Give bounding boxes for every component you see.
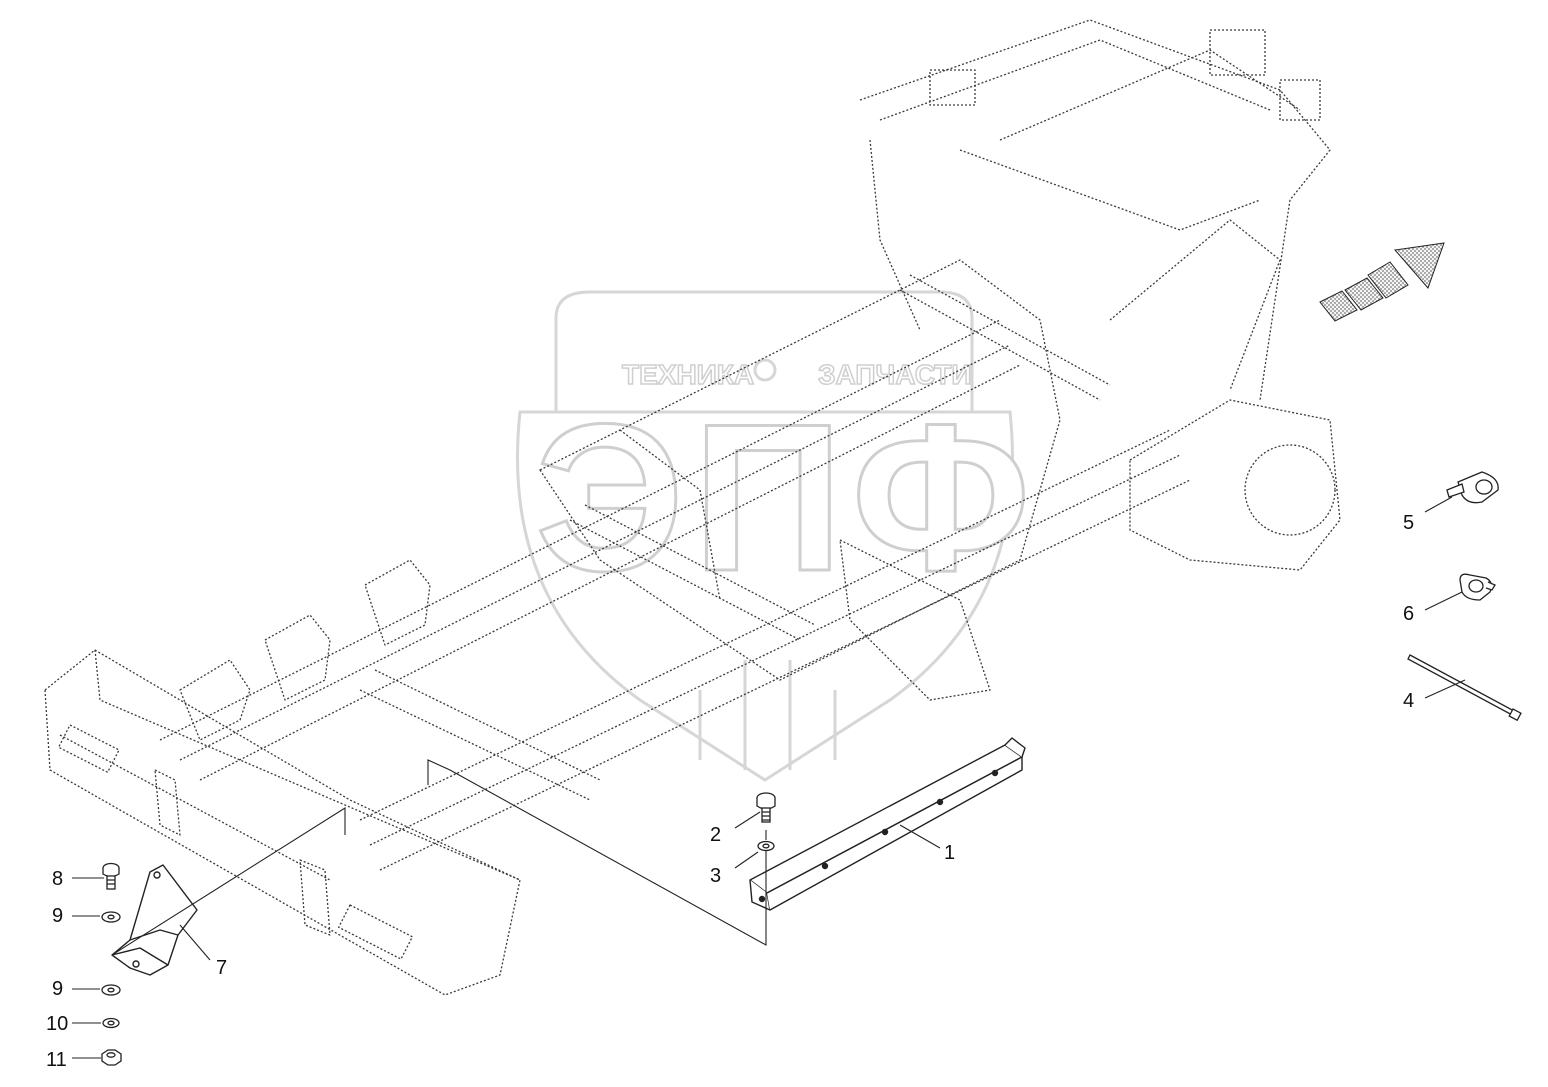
part-8-bolt <box>102 862 120 890</box>
assembly-lines <box>111 759 767 956</box>
leader-lines <box>72 496 1466 1059</box>
part-10-lock-washer <box>102 1017 120 1029</box>
callout-9-lower: 9 <box>52 978 64 1000</box>
callout-8: 8 <box>52 868 64 890</box>
part-9-washer-upper <box>101 911 121 923</box>
part-2-bolt <box>756 792 776 823</box>
watermark-text-left: ТЕХНИКА <box>622 359 754 390</box>
callout-4: 4 <box>1403 690 1415 712</box>
part-6-clamp <box>1459 573 1496 601</box>
part-5-clamp <box>1446 471 1499 504</box>
callout-2: 2 <box>710 824 722 846</box>
part-9-washer-lower <box>101 984 121 996</box>
callout-7: 7 <box>216 957 228 979</box>
watermark-logo <box>516 290 1014 782</box>
chassis-frame <box>44 19 1341 996</box>
watermark-text-right: ЗАПЧАСТИ <box>818 359 971 390</box>
part-3-washer <box>757 840 775 852</box>
callout-1: 1 <box>944 842 956 864</box>
direction-arrow <box>1319 242 1445 322</box>
watermark-logo-letters: ЭПФ <box>535 380 1039 615</box>
callout-6: 6 <box>1403 603 1415 625</box>
part-7-bracket <box>111 864 198 976</box>
callout-5: 5 <box>1403 512 1415 534</box>
callout-11: 11 <box>46 1049 67 1071</box>
callout-10: 10 <box>46 1013 69 1035</box>
part-11-nut <box>101 1049 122 1066</box>
part-1-reinforcement-bar <box>749 737 1026 911</box>
part-4-cable-tie <box>1407 654 1522 722</box>
callout-9-upper: 9 <box>52 905 64 927</box>
callout-3: 3 <box>710 865 722 887</box>
